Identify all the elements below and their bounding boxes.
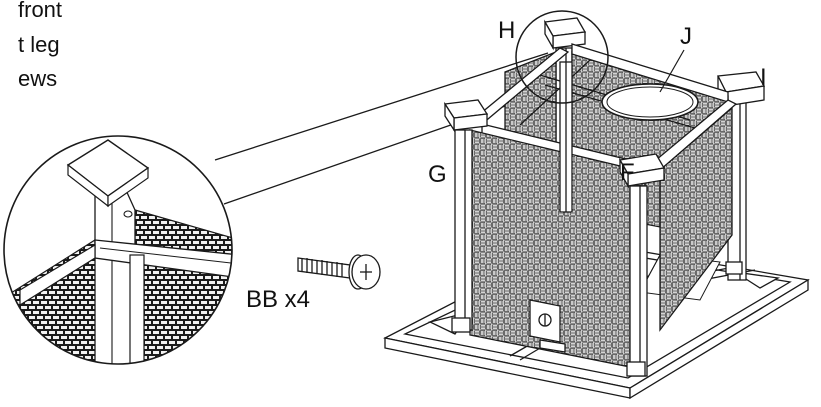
side-panel bbox=[659, 106, 733, 332]
label-H: H bbox=[498, 17, 515, 44]
label-J: J bbox=[680, 23, 692, 50]
label-J-leader bbox=[659, 49, 685, 93]
label-F: F bbox=[620, 159, 635, 186]
sink-ring-J bbox=[601, 83, 699, 121]
inner-strut bbox=[559, 61, 573, 213]
highlight-circle bbox=[515, 10, 609, 104]
part-labels: H J I G F BB x4 bbox=[246, 17, 767, 313]
door-latch bbox=[529, 299, 566, 353]
label-G: G bbox=[428, 161, 447, 188]
post-F bbox=[618, 153, 666, 377]
instruction-text: front t leg ews bbox=[18, 0, 62, 91]
instruction-line-3: ews bbox=[18, 66, 57, 91]
zoom-detail bbox=[3, 135, 233, 365]
label-screw-qty: BB x4 bbox=[246, 286, 310, 313]
instruction-line-2: t leg bbox=[18, 32, 60, 57]
screw-BB bbox=[297, 254, 381, 290]
instruction-line-1: front bbox=[18, 0, 62, 22]
label-I: I bbox=[760, 64, 767, 91]
post-G bbox=[443, 99, 489, 333]
